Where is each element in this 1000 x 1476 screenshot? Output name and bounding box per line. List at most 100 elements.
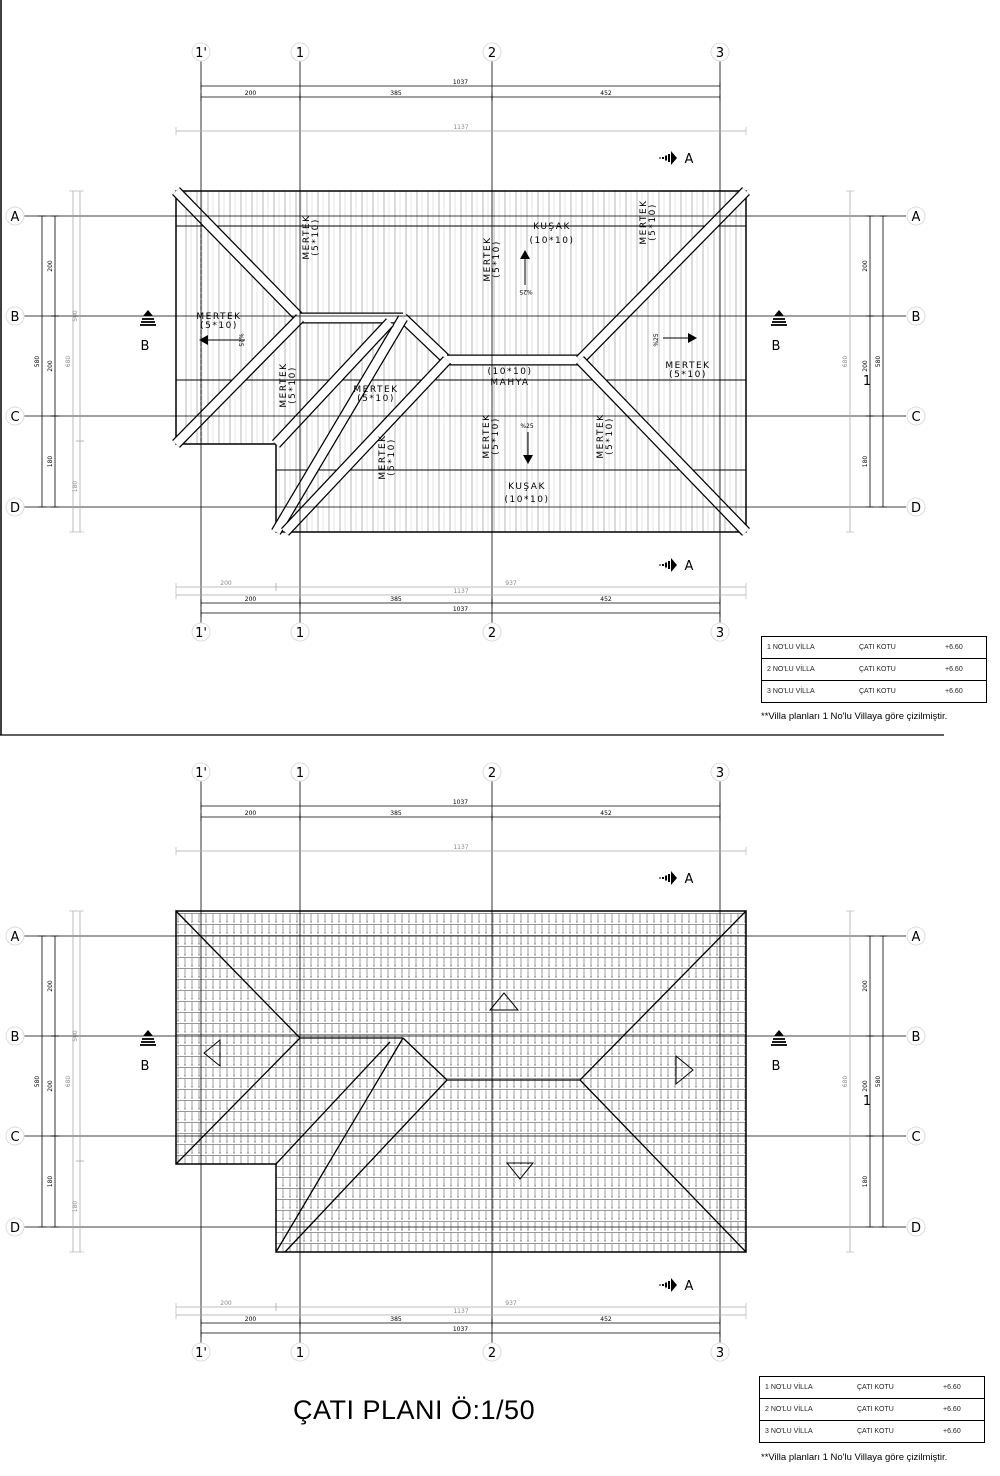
grid-bubble: [906, 1217, 926, 1237]
dim-overall-bottom: 1037: [453, 606, 468, 613]
mertek-label-size: (5*10): [387, 438, 397, 476]
slope-arrow-left-icon: [203, 1038, 221, 1068]
dim-seg: 385: [390, 810, 402, 817]
grid-bubble: [482, 42, 502, 62]
drawing-title: ÇATI PLANI Ö:1/50: [293, 1395, 536, 1425]
beam-fill: [576, 357, 750, 535]
level-label: ÇATI KOTU: [859, 688, 896, 695]
grid-column-label: 1: [296, 626, 304, 641]
mertek-label-size: (5*10): [491, 417, 501, 455]
villa-name: 3 NO'LU VİLLA: [765, 1428, 813, 1435]
kusak-label: KUŞAK: [508, 482, 546, 492]
level-value: +6.60: [945, 644, 963, 651]
grid-bubble: [5, 497, 25, 517]
level-value: +6.60: [945, 666, 963, 673]
mertek-label: MERTEK: [196, 312, 241, 322]
dim-left-seg: 180: [47, 1176, 54, 1188]
grid-bubble: [482, 762, 502, 782]
section-arrow-icon: [774, 310, 784, 316]
dim-roof-bottom: 1137: [453, 1308, 468, 1315]
grid-column-label: 1': [195, 46, 207, 61]
grid-row-label: D: [911, 501, 921, 516]
section-b-label: B: [141, 339, 150, 354]
dim-seg: 452: [600, 1316, 612, 1323]
section-a-marker: A: [659, 871, 694, 887]
hip-ridge-line: [579, 910, 747, 1081]
hip-ridge-line: [175, 1037, 301, 1165]
grid-bubble: [290, 762, 310, 782]
dim-seg: 385: [390, 1316, 402, 1323]
villa-name: 3 NO'LU VİLLA: [767, 688, 815, 695]
section-a-label: A: [685, 1279, 694, 1294]
grid-bubble: [290, 1342, 310, 1362]
mertek-label-size: (5*10): [357, 394, 395, 404]
section-b-marker: B: [771, 310, 787, 354]
slope-label: %25: [237, 333, 244, 347]
grid-bubble: [906, 206, 926, 226]
section-a-label: A: [685, 152, 694, 167]
villa-name: 2 NO'LU VİLLA: [765, 1406, 813, 1413]
dim-left-roof-seg: 180: [72, 1201, 79, 1213]
section-b-marker: B: [140, 310, 156, 354]
grid-bubble: [710, 42, 730, 62]
grid-bubble: [710, 622, 730, 642]
grid-row-label: C: [10, 1130, 19, 1145]
dim-right-total: 580: [875, 356, 882, 368]
grid-row-label: D: [10, 501, 20, 516]
beam-fill: [272, 319, 394, 447]
section-b-marker: B: [771, 1030, 787, 1074]
grid-bubble: [5, 1217, 25, 1237]
dim-right-roof: 680: [842, 356, 849, 368]
level-value: +6.60: [943, 1428, 961, 1435]
grid-row-label: D: [911, 1221, 921, 1236]
kusak-label: KUŞAK: [533, 222, 571, 232]
grid-row-label: A: [11, 210, 20, 225]
level-label: ÇATI KOTU: [859, 644, 896, 651]
grid-column-label: 1': [195, 766, 207, 781]
dim-seg: 385: [390, 596, 402, 603]
section-b-label: B: [772, 1059, 781, 1074]
grid-column-label: 1: [296, 766, 304, 781]
dim-seg: 200: [245, 810, 257, 817]
dim-left-total: 580: [34, 356, 41, 368]
grid-row-label: B: [11, 310, 20, 325]
mertek-label: MERTEK: [482, 413, 492, 458]
beam-fill: [400, 314, 450, 364]
mertek-label: MERTEK: [302, 214, 312, 259]
mertek-label-size: (5*10): [605, 417, 615, 455]
grid-column-label: 3: [716, 1346, 724, 1361]
dim-left-roof: 680: [65, 1076, 72, 1088]
dim-left-roof: 680: [65, 356, 72, 368]
dim-left-roof-seg: 180: [72, 481, 79, 493]
dim-seg: 200: [245, 90, 257, 97]
grid-row-label: C: [911, 410, 920, 425]
level-label: ÇATI KOTU: [857, 1406, 894, 1413]
mark-1: 1: [863, 1094, 871, 1109]
dim-right-seg: 180: [862, 456, 869, 468]
hip-ridge-line: [402, 1037, 448, 1081]
section-a-marker: A: [659, 151, 694, 167]
slope-arrow-down-icon: [523, 455, 533, 464]
grid-bubble: [710, 1342, 730, 1362]
section-b-label: B: [141, 1059, 150, 1074]
grid-bubble: [290, 42, 310, 62]
section-arrow-icon: [143, 310, 153, 316]
grid-column-label: 1: [296, 46, 304, 61]
mertek-label-size: (5*10): [492, 240, 502, 278]
grid-bubble: [5, 1026, 25, 1046]
beam-fill: [272, 315, 407, 535]
dim-left-seg: 200: [47, 1080, 54, 1092]
hip-ridge-line: [175, 910, 301, 1039]
section-a-label: A: [685, 872, 694, 887]
mertek-label-size: (5*10): [288, 366, 298, 404]
villa-name: 2 NO'LU VİLLA: [767, 666, 815, 673]
mertek-label-size: (5*10): [669, 370, 707, 380]
grid-column-label: 1': [195, 626, 207, 641]
section-b-label: B: [772, 339, 781, 354]
grid-column-label: 2: [488, 626, 496, 641]
dim-seg: 200: [245, 596, 257, 603]
